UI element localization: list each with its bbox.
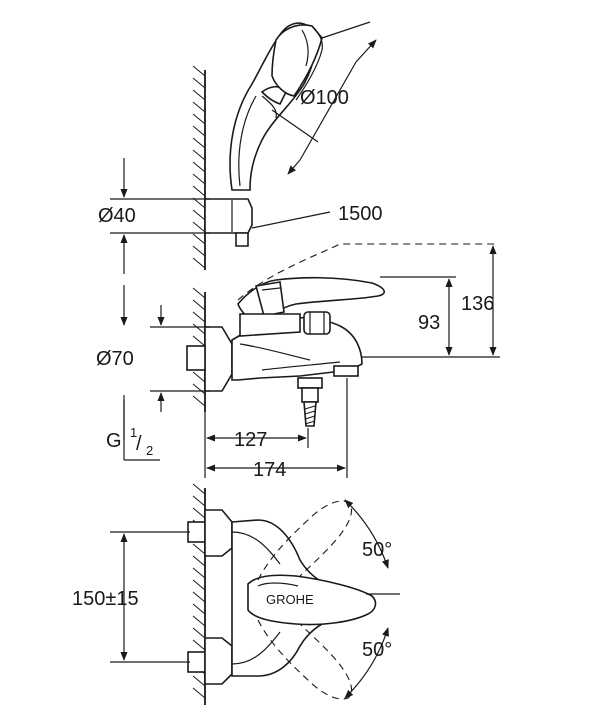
- wall-hatch-line: [192, 675, 206, 687]
- wall-hatch-line: [192, 287, 206, 299]
- wall-hatch-line: [192, 395, 206, 407]
- thread-prefix-label: G: [106, 430, 122, 452]
- wall-hatch-line: [192, 257, 206, 269]
- hose-hatch-line: [304, 410, 316, 415]
- holder-diameter-label: Ø40: [98, 205, 136, 227]
- hand-shower: [229, 22, 323, 191]
- spray-diameter-label: Ø100: [300, 87, 349, 109]
- wall-hatch-line: [192, 591, 206, 603]
- hose-hatch-line: [304, 415, 316, 420]
- wall-hatch-line: [192, 185, 206, 197]
- thread-numerator-label: 1: [130, 425, 137, 440]
- wall-hatch-line: [192, 311, 206, 323]
- wall-hatch-line: [192, 483, 206, 495]
- wall-hatch-line: [192, 579, 206, 591]
- wall-hatch-line: [192, 89, 206, 101]
- mixer-top-view: GROHE: [187, 500, 377, 700]
- wall-hatch-line: [192, 555, 206, 567]
- wall-hatch-line: [192, 149, 206, 161]
- wall-hatch-line: [192, 371, 206, 383]
- wall-hatch-line: [192, 567, 206, 579]
- holder-diameter-dimension: Ø40: [98, 158, 210, 274]
- wall-hatch-line: [192, 161, 206, 173]
- wall-hatch-line: [192, 125, 206, 137]
- spray-diameter-dimension: Ø100: [271, 21, 377, 175]
- hose-hatch-line: [304, 405, 316, 410]
- escutcheon-diameter-dimension: Ø70: [96, 285, 210, 412]
- shower-holder: [204, 198, 253, 247]
- wall-hatch-line: [192, 245, 206, 257]
- wall-hatch-line: [192, 77, 206, 89]
- brand-mark: GROHE: [266, 592, 314, 607]
- height-136-label: 136: [461, 293, 494, 315]
- wall-hatch-line: [192, 627, 206, 639]
- wall-upper: [192, 65, 206, 270]
- wall-hatch-line: [192, 543, 206, 555]
- hose-length-label: 1500: [338, 203, 383, 225]
- mixer-side-view: [186, 243, 495, 427]
- projection-174-label: 174: [253, 459, 286, 481]
- thread-slash: /: [136, 433, 142, 455]
- wall-hatch-line: [192, 113, 206, 125]
- wall-hatch-line: [192, 687, 206, 699]
- wall-hatch-line: [192, 323, 206, 335]
- hose-length-callout: 1500: [251, 203, 383, 229]
- projection-dimensions: 127 174: [204, 378, 348, 481]
- centres-label: 150±15: [72, 588, 139, 610]
- wall-hatch-line: [192, 335, 206, 347]
- height-dimensions: 93 136: [362, 245, 500, 358]
- top-lever-handle: [247, 574, 377, 626]
- angle-dimensions: 50° 50°: [344, 499, 400, 699]
- wall-hatch-line: [192, 221, 206, 233]
- diverter-knob: [303, 311, 331, 335]
- wall-hatch-line: [192, 603, 206, 615]
- hose-hatch-line: [304, 420, 316, 425]
- centres-dimension: 150±15: [72, 531, 190, 663]
- wall-hatch-line: [192, 173, 206, 185]
- wall-hatch-line: [192, 639, 206, 651]
- lever-raised-outline: [237, 243, 495, 301]
- thread-callout: G 1 / 2: [106, 395, 160, 461]
- wall-hatch-line: [192, 137, 206, 149]
- projection-127-label: 127: [234, 429, 267, 451]
- wall-hatch-line: [192, 507, 206, 519]
- escutcheon-diameter-label: Ø70: [96, 348, 134, 370]
- wall-hatch-line: [192, 615, 206, 627]
- escutcheon: [204, 326, 233, 392]
- wall-hatch-line: [192, 197, 206, 209]
- angle-upper-label: 50°: [362, 539, 392, 561]
- wall-hatch-line: [192, 299, 206, 311]
- thread-denominator-label: 2: [146, 443, 153, 458]
- wall-hatch-line: [192, 101, 206, 113]
- wall-hatch-line: [192, 495, 206, 507]
- wall-hatch-line: [192, 383, 206, 395]
- wall-hatch-line: [192, 233, 206, 245]
- wall-hatch-line: [192, 65, 206, 77]
- angle-lower-label: 50°: [362, 639, 392, 661]
- wall-hatch-line: [192, 209, 206, 221]
- height-93-label: 93: [418, 312, 440, 334]
